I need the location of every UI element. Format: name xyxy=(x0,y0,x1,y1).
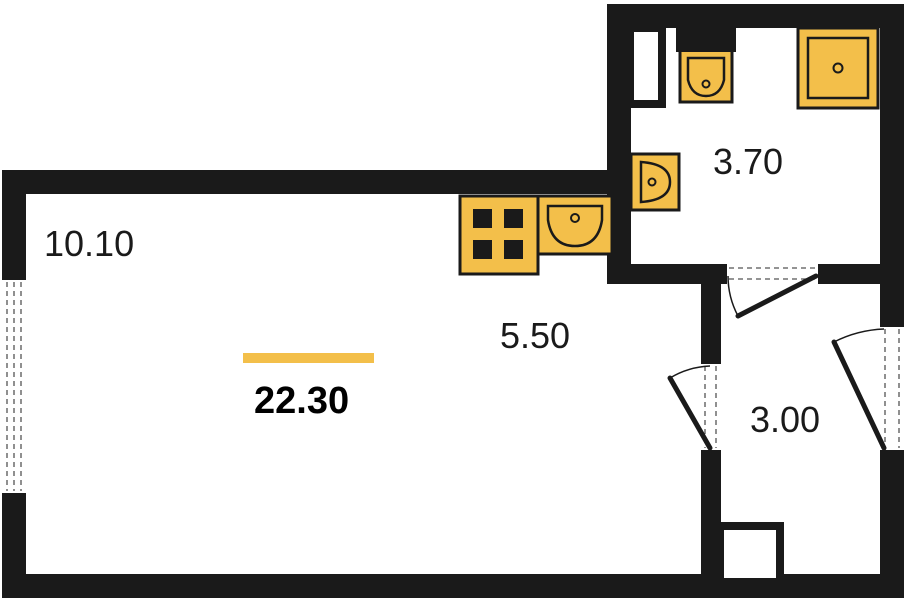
room-area-hall: 3.00 xyxy=(750,399,820,440)
washbasin-icon xyxy=(629,152,681,212)
window-left xyxy=(4,280,24,493)
wall-bath-bottom-left xyxy=(607,264,727,284)
total-area: 22.30 xyxy=(254,380,349,422)
entrance-door xyxy=(831,327,902,451)
wall-left-upper xyxy=(2,170,26,280)
kitchen-sink-icon xyxy=(536,194,614,256)
door-hall-left xyxy=(667,364,719,451)
total-area-bar xyxy=(243,353,374,363)
wall-bath-bottom-right xyxy=(818,264,904,284)
wall-right-lower xyxy=(880,450,904,598)
closet-void xyxy=(724,530,776,578)
wall-top-left xyxy=(2,170,617,194)
door-bathroom xyxy=(727,266,819,319)
toilet-icon xyxy=(676,26,736,104)
stove-icon xyxy=(458,194,540,276)
room-area-kitchen: 5.50 xyxy=(500,315,570,356)
wall-hall-upper xyxy=(701,264,721,364)
shower-tray-icon xyxy=(796,26,880,110)
shaft-void xyxy=(634,32,658,100)
room-area-living: 10.10 xyxy=(44,223,134,264)
room-area-bathroom: 3.70 xyxy=(713,141,783,182)
